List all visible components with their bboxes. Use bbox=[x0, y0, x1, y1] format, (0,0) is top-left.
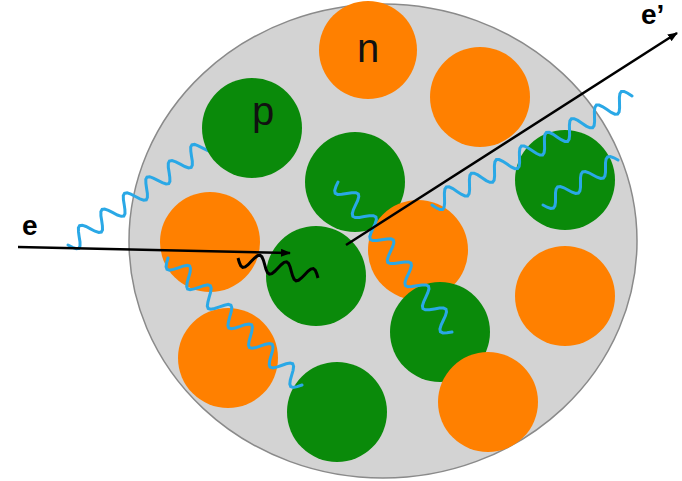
particle-label: p bbox=[252, 91, 274, 131]
exchange-wave bbox=[432, 91, 632, 209]
neutron bbox=[515, 246, 615, 346]
neutron bbox=[430, 47, 530, 147]
incoming-electron bbox=[18, 247, 290, 253]
electron-label: e bbox=[22, 212, 38, 240]
neutron-circle: n bbox=[319, 1, 417, 99]
exchange-wave bbox=[68, 140, 215, 249]
gluon-waves bbox=[68, 91, 632, 387]
exchange-wave bbox=[335, 182, 452, 333]
proton-circle: p bbox=[202, 78, 302, 178]
nucleons bbox=[160, 47, 615, 462]
proton bbox=[287, 362, 387, 462]
proton bbox=[515, 130, 615, 230]
virtual-photon bbox=[238, 255, 318, 281]
neutron bbox=[438, 352, 538, 452]
exchange-wave bbox=[543, 157, 618, 209]
neutron bbox=[160, 192, 260, 292]
exchange-wave bbox=[166, 258, 302, 387]
particle-label: n bbox=[357, 28, 379, 68]
scattered-electron-label: e’ bbox=[641, 1, 664, 29]
